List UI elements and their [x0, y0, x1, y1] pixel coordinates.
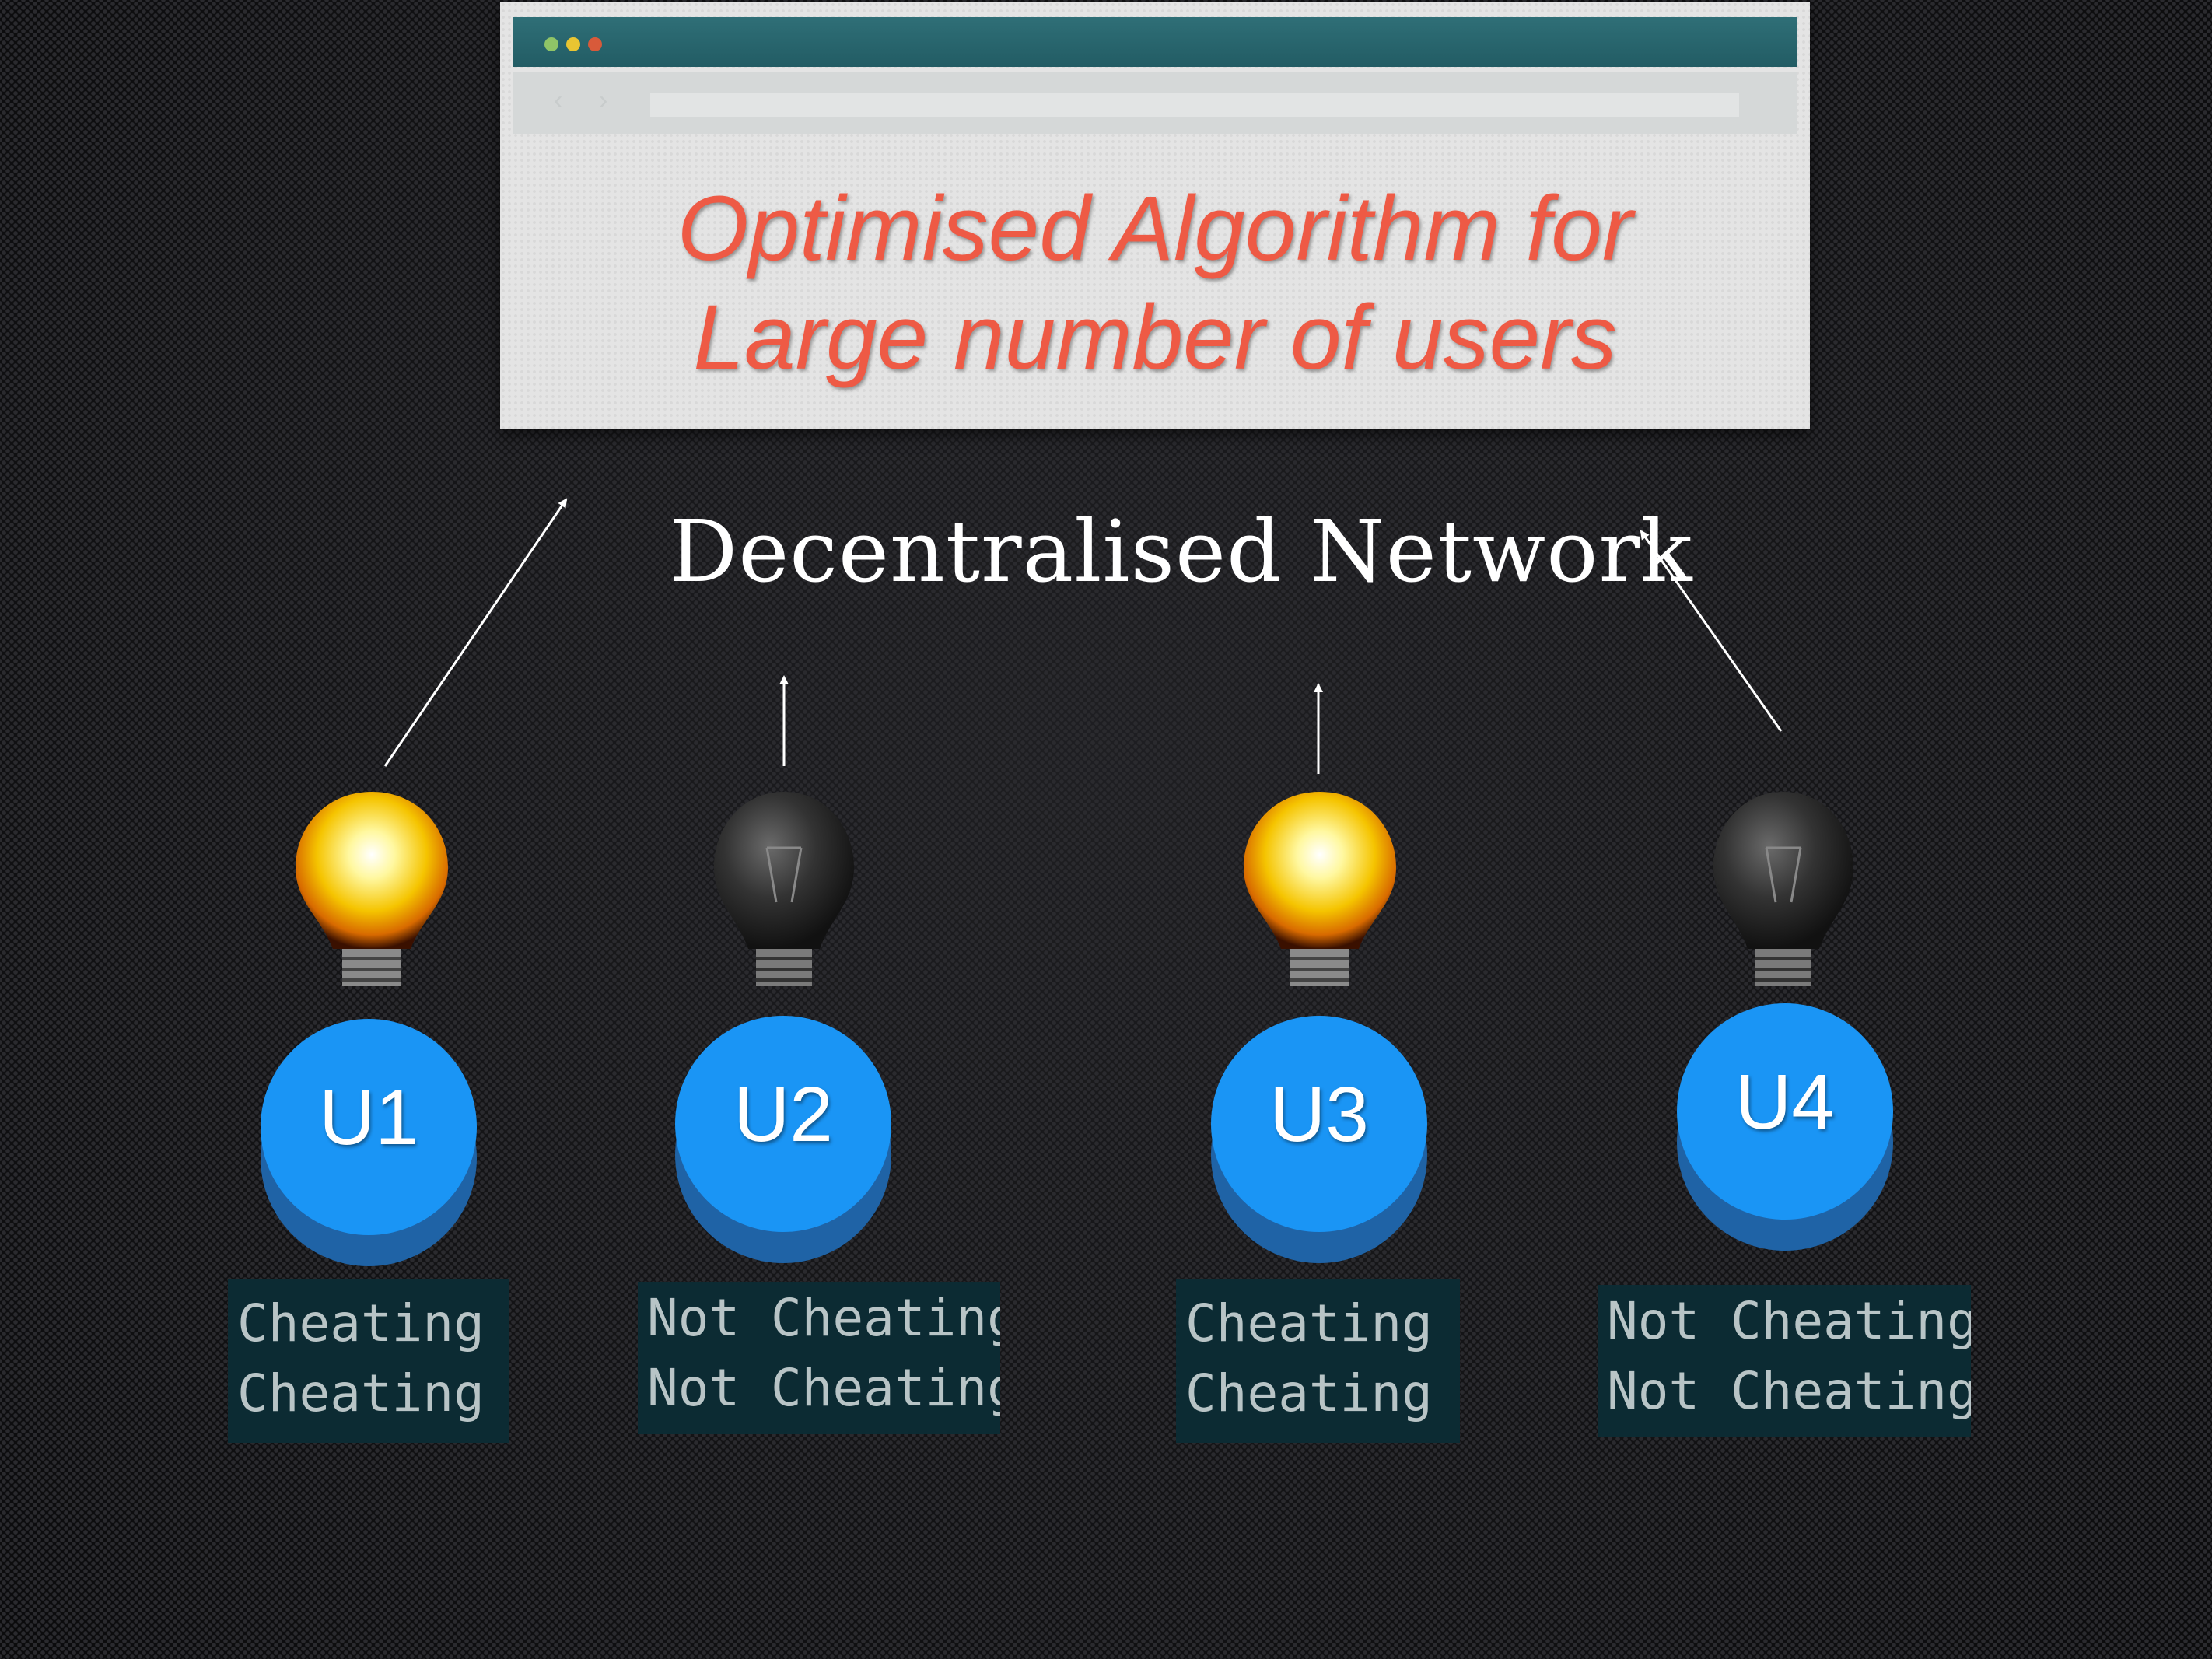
user-node-u3: U3 [1211, 1016, 1429, 1265]
status-box-u4: Not Cheating Not Cheating [1598, 1285, 1971, 1437]
status-line: Not Cheating [1607, 1361, 1971, 1421]
status-line: Cheating [237, 1293, 485, 1353]
arrow-u1 [383, 498, 568, 767]
user-node-u1: U1 [261, 1019, 478, 1268]
status-box-u1: Cheating Cheating [228, 1279, 509, 1443]
window-maximize-dot[interactable] [544, 37, 558, 51]
lightbulb-on-icon [296, 792, 448, 986]
user-node-u4: U4 [1677, 1003, 1895, 1252]
browser-address-bar: ‹ › [513, 72, 1797, 134]
url-field[interactable] [650, 93, 1739, 117]
arrow-u4 [1640, 530, 1783, 732]
node-circle [1211, 1016, 1427, 1232]
forward-arrow-icon[interactable]: › [599, 86, 608, 115]
network-label: Decentralised Network [669, 502, 1693, 601]
lightbulb-off-icon [714, 792, 854, 986]
user-label: U2 [733, 1071, 833, 1158]
node-circle [1677, 1003, 1893, 1220]
browser-titlebar [513, 17, 1797, 67]
window-minimize-dot[interactable] [566, 37, 580, 51]
status-line: Cheating [237, 1363, 485, 1423]
user-label: U4 [1735, 1059, 1835, 1146]
status-line: Not Cheating [647, 1358, 1000, 1418]
status-line: Cheating [1185, 1363, 1433, 1423]
algorithm-heading-line2: Large number of users [693, 286, 1617, 389]
status-line: Cheating [1185, 1293, 1433, 1353]
algorithm-heading-line1: Optimised Algorithm for [677, 177, 1633, 280]
algorithm-heading: Optimised Algorithm for Large number of … [500, 174, 1810, 392]
window-close-dot[interactable] [588, 37, 602, 51]
back-arrow-icon[interactable]: ‹ [554, 86, 563, 115]
status-box-u2: Not Cheating Not Cheating [638, 1282, 1000, 1434]
status-box-u3: Cheating Cheating [1176, 1279, 1460, 1443]
node-circle [261, 1019, 477, 1235]
lightbulb-off-icon [1713, 792, 1853, 986]
lightbulb-on-icon [1244, 792, 1396, 986]
status-line: Not Cheating [1607, 1291, 1971, 1351]
node-circle [675, 1016, 891, 1232]
user-node-u2: U2 [675, 1016, 893, 1265]
user-label: U3 [1269, 1071, 1369, 1158]
status-line: Not Cheating [647, 1288, 1000, 1348]
user-label: U1 [319, 1074, 418, 1161]
algorithm-browser-window: ‹ › Optimised Algorithm for Large number… [500, 2, 1810, 429]
